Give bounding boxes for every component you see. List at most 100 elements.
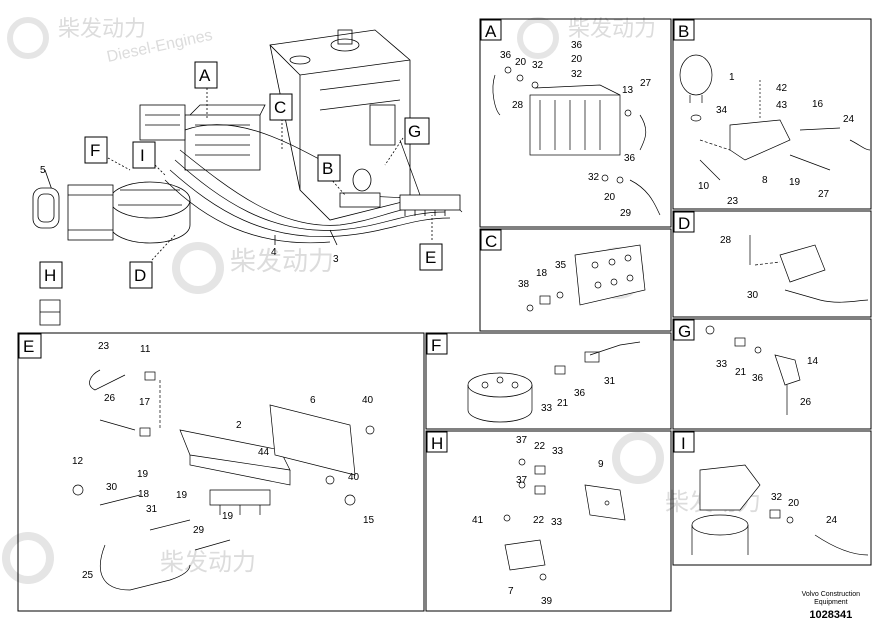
svg-text:38: 38 [518, 279, 530, 290]
svg-text:36: 36 [500, 50, 512, 61]
svg-text:28: 28 [512, 100, 524, 111]
svg-text:20: 20 [571, 54, 583, 65]
svg-text:25: 25 [82, 570, 94, 581]
panel-i-letter: I [681, 434, 686, 453]
svg-text:8: 8 [762, 175, 768, 186]
svg-text:40: 40 [348, 472, 360, 483]
svg-text:44: 44 [258, 447, 270, 458]
footer-brand-line2: Equipment [814, 599, 848, 606]
svg-text:27: 27 [640, 78, 652, 89]
svg-text:2: 2 [236, 420, 242, 431]
svg-text:32: 32 [588, 172, 600, 183]
svg-text:39: 39 [541, 596, 553, 607]
svg-text:12: 12 [72, 456, 84, 467]
main-callouts: A C G F I B D E H 5 4 3 [39, 61, 443, 289]
callout-a: A [199, 66, 211, 85]
callout-b: B [322, 159, 333, 178]
svg-text:33: 33 [552, 446, 564, 457]
svg-text:24: 24 [843, 114, 855, 125]
panel-b: B 1 42 34 43 16 24 10 8 19 23 27 [672, 18, 872, 210]
svg-text:29: 29 [620, 208, 632, 219]
callout-f: F [90, 141, 100, 160]
panel-e-letter: E [23, 337, 34, 356]
callout-c: C [274, 98, 286, 117]
svg-text:35: 35 [555, 260, 567, 271]
control-valve [139, 104, 266, 171]
item-5: 5 [40, 165, 46, 176]
panel-g-letter: G [678, 322, 691, 341]
svg-text:42: 42 [776, 83, 788, 94]
svg-text:15: 15 [363, 515, 375, 526]
svg-text:7: 7 [508, 586, 514, 597]
panel-h-letter: H [431, 434, 443, 453]
svg-text:33: 33 [716, 359, 728, 370]
svg-text:36: 36 [624, 153, 636, 164]
panel-f-letter: F [431, 336, 441, 355]
panel-b-letter: B [678, 22, 689, 41]
watermark-cn: 柴发动力 [230, 246, 334, 276]
svg-text:33: 33 [551, 517, 563, 528]
svg-text:24: 24 [826, 515, 838, 526]
svg-text:20: 20 [515, 57, 527, 68]
svg-text:33: 33 [541, 403, 553, 414]
item-4: 4 [271, 247, 277, 258]
callout-d: D [134, 266, 146, 285]
svg-text:19: 19 [222, 511, 234, 522]
panel-f: F 31 33 21 36 [425, 332, 672, 430]
watermark-cn: 柴发动力 [58, 16, 146, 41]
svg-text:14: 14 [807, 356, 819, 367]
svg-text:22: 22 [534, 441, 546, 452]
svg-text:19: 19 [176, 490, 188, 501]
panel-e: E 23 11 26 17 6 40 2 44 12 19 [17, 332, 425, 612]
svg-text:21: 21 [557, 398, 569, 409]
svg-text:23: 23 [727, 196, 739, 207]
svg-text:41: 41 [472, 515, 484, 526]
distribution-block [399, 194, 461, 216]
svg-text:18: 18 [138, 489, 150, 500]
panel-c-letter: C [485, 232, 497, 251]
svg-text:20: 20 [788, 498, 800, 509]
watermark-cn: 柴发动力 [568, 16, 656, 41]
svg-text:32: 32 [571, 69, 583, 80]
svg-text:26: 26 [800, 397, 812, 408]
svg-text:6: 6 [310, 395, 316, 406]
drawing-number: 1028341 [809, 609, 853, 621]
footer: Volvo Construction Equipment 1028341 [802, 591, 860, 621]
svg-text:27: 27 [818, 189, 830, 200]
svg-text:9: 9 [598, 459, 604, 470]
callout-i: I [140, 146, 145, 165]
svg-text:28: 28 [720, 235, 732, 246]
svg-text:17: 17 [139, 397, 151, 408]
svg-text:20: 20 [604, 192, 616, 203]
panel-g: G 33 21 36 14 26 [672, 318, 872, 430]
slew-unit [67, 181, 191, 244]
svg-text:34: 34 [716, 105, 728, 116]
callout-h: H [44, 266, 56, 285]
svg-text:26: 26 [104, 393, 116, 404]
svg-text:22: 22 [533, 515, 545, 526]
svg-text:11: 11 [140, 344, 151, 355]
svg-text:32: 32 [532, 60, 544, 71]
svg-text:13: 13 [622, 85, 634, 96]
watermark-cn: 柴发动力 [160, 549, 256, 576]
svg-text:31: 31 [146, 504, 158, 515]
svg-text:36: 36 [571, 40, 583, 51]
accumulator [339, 168, 381, 208]
svg-text:29: 29 [193, 525, 205, 536]
callout-e: E [425, 248, 436, 267]
svg-text:40: 40 [362, 395, 374, 406]
svg-text:23: 23 [98, 341, 110, 352]
panel-a: A 36 20 32 28 36 20 32 13 27 36 32 20 29 [479, 18, 672, 228]
svg-text:31: 31 [604, 376, 616, 387]
panel-h: H 37 22 33 9 37 41 22 33 7 39 [425, 430, 672, 612]
panel-d-letter: D [678, 214, 690, 233]
svg-text:1: 1 [729, 72, 735, 83]
footer-brand-line1: Volvo Construction [801, 591, 860, 598]
svg-text:16: 16 [812, 99, 824, 110]
svg-text:30: 30 [106, 482, 118, 493]
svg-text:32: 32 [771, 492, 783, 503]
panel-i: I 32 20 24 [672, 430, 872, 566]
svg-text:18: 18 [536, 268, 548, 279]
svg-text:43: 43 [776, 100, 788, 111]
